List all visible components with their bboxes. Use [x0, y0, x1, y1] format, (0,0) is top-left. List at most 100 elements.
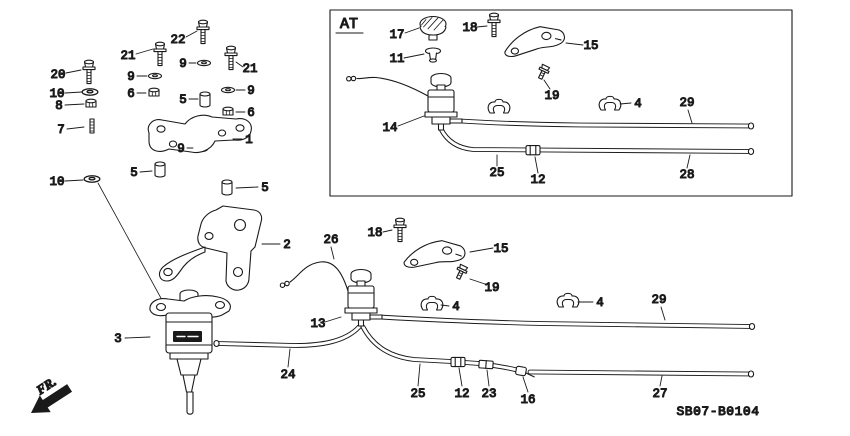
tube-25-main: [360, 324, 520, 373]
callout-18: 18: [462, 21, 477, 35]
bolt-19-at-icon: [535, 63, 552, 82]
callout-13: 13: [310, 317, 325, 331]
callout-5: 5: [130, 166, 138, 180]
callout-20: 20: [50, 68, 65, 82]
callout-leader-19: [469, 278, 486, 285]
callout-18: 18: [367, 226, 382, 240]
part-code: SB07-B0104: [676, 404, 759, 419]
fr-direction-arrow: [31, 384, 73, 413]
valve-assembly-3: [149, 289, 231, 415]
callout-11: 11: [389, 52, 404, 66]
callout-4: 4: [596, 296, 604, 310]
tube-29-main: [377, 314, 756, 331]
callout-4: 4: [634, 97, 642, 111]
callout-5: 5: [261, 181, 269, 195]
callout-9: 9: [247, 84, 255, 98]
callout-12: 12: [454, 387, 469, 401]
callout-leader-24: [287, 348, 291, 368]
callout-leader-21: [135, 48, 154, 55]
clamp-4-at-left: [487, 98, 511, 114]
tube-29-at: [457, 118, 755, 130]
bracket-2: [158, 205, 263, 291]
valve-assembly-13: [344, 268, 383, 327]
callout-leader-7: [66, 126, 85, 130]
connector-23: [478, 359, 494, 370]
callout-15: 15: [583, 39, 598, 53]
bolt-19-main-icon: [453, 263, 470, 282]
callout-9: 9: [127, 70, 135, 84]
callout-leader-27: [659, 375, 663, 387]
callout-leader-18: [382, 229, 393, 233]
clamp-4-main-left: [420, 295, 444, 311]
callout-2: 2: [283, 238, 291, 252]
callout-leader-28: [686, 154, 691, 169]
callout-leader-8: [64, 103, 85, 106]
tube-24: [213, 324, 362, 348]
callout-19: 19: [484, 281, 499, 295]
callout-leader-11: [403, 53, 425, 59]
callout-4: 4: [452, 300, 460, 314]
callout-leader-5: [139, 170, 153, 173]
callout-21: 21: [120, 49, 135, 63]
callout-19: 19: [544, 89, 559, 103]
callout-21: 21: [242, 62, 257, 76]
bolt-18-at-icon: [487, 12, 501, 38]
bolt-18-main-icon: [393, 217, 407, 243]
callout-leader-15: [469, 247, 494, 253]
callout-leader-18: [476, 25, 488, 28]
callout-15: 15: [493, 242, 508, 256]
callout-8: 8: [55, 99, 63, 113]
callout-12: 12: [530, 173, 545, 187]
callout-10: 10: [49, 87, 64, 101]
callout-26: 26: [323, 233, 338, 247]
callout-leader-3: [124, 336, 151, 339]
callout-29: 29: [679, 96, 694, 110]
clamp-4-at-right: [598, 95, 622, 111]
at-section-frame: [329, 9, 793, 197]
clamp-4-main-right: [556, 292, 580, 308]
fastener-cluster: [81, 19, 238, 301]
fitting-11: [424, 47, 442, 63]
callout-leader-22: [185, 30, 198, 38]
callout-29: 29: [651, 293, 666, 307]
callout-10: 10: [49, 175, 64, 189]
callout-1: 1: [245, 133, 253, 147]
callout-leader-20: [65, 69, 82, 74]
callout-leader-17: [404, 27, 420, 34]
callout-9: 9: [179, 57, 187, 71]
callout-leader-19: [543, 79, 551, 90]
callout-leader-14: [397, 115, 425, 127]
callout-9: 9: [177, 142, 185, 156]
callout-24: 24: [280, 368, 295, 382]
callout-leader-16: [522, 376, 529, 393]
callout-25: 25: [410, 387, 425, 401]
callout-leader-26: [330, 246, 335, 260]
callout-14: 14: [382, 121, 397, 135]
valve-assembly-14: [424, 72, 463, 131]
callout-27: 27: [652, 387, 667, 401]
callout-6: 6: [247, 106, 255, 120]
callout-25: 25: [489, 166, 504, 180]
callout-leader-25: [417, 363, 421, 387]
connector-12-main: [450, 356, 466, 368]
callout-leader-10: [64, 91, 83, 94]
callout-leader-10: [64, 179, 84, 182]
callout-leader-12: [458, 367, 463, 387]
connector-12-at: [525, 145, 541, 156]
bracket-15-main: [403, 237, 467, 272]
callout-leader-4: [619, 102, 632, 105]
callout-leader-21: [235, 61, 244, 68]
callout-leader-5: [235, 186, 259, 189]
bracket-15-at: [503, 25, 566, 58]
callout-17: 17: [389, 28, 404, 42]
tube-28: [438, 126, 755, 156]
callout-leader-29: [660, 306, 666, 321]
callout-16: 16: [520, 393, 535, 407]
cap-17: [419, 15, 447, 41]
at-section-label: AT: [340, 16, 358, 33]
wire-26: [279, 261, 349, 292]
callout-6: 6: [127, 87, 135, 101]
